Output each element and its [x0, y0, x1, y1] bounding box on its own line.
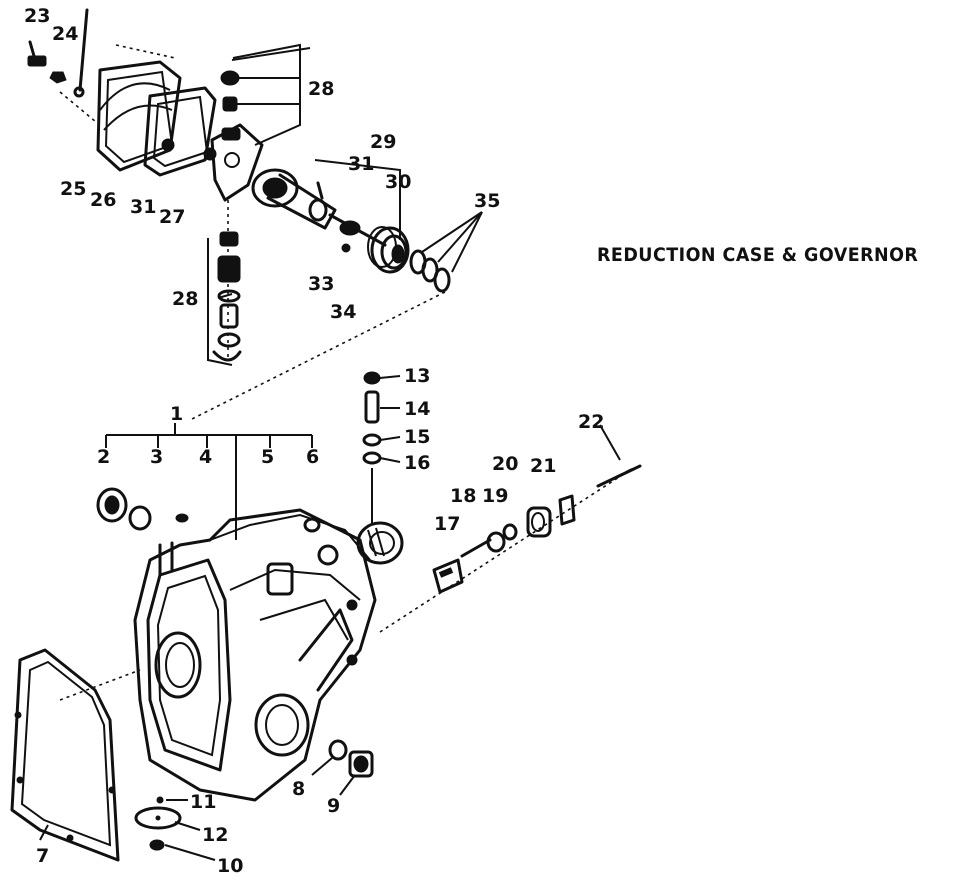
callout-4: 4	[199, 446, 212, 468]
spring-17-shape	[432, 538, 492, 594]
callout-25: 25	[60, 178, 86, 200]
callout-8: 8	[292, 778, 305, 800]
callout-33: 33	[308, 273, 334, 295]
bearing-2-shape	[96, 487, 128, 523]
callout-7: 7	[36, 845, 49, 867]
gasket-26-shape	[143, 86, 217, 177]
bushing-5-shape	[303, 517, 321, 533]
governor-bracket-27-shape	[203, 123, 264, 202]
bushing-20-shape	[526, 506, 552, 538]
drain-plug-9-shape	[348, 750, 374, 778]
callout-5: 5	[261, 446, 274, 468]
callout-27: 27	[159, 206, 185, 228]
part-1-bracket	[105, 423, 313, 448]
callout-21: 21	[530, 455, 556, 477]
callout-28-lower: 28	[172, 288, 198, 310]
collar-33-shape	[341, 243, 351, 253]
nut-24-shape	[49, 71, 67, 84]
callout-13: 13	[404, 365, 430, 387]
diagram-title: REDUCTION CASE & GOVERNOR	[597, 244, 919, 266]
fastener-32-shape	[161, 138, 175, 152]
callout-15: 15	[404, 426, 430, 448]
callout-28-upper: 28	[308, 78, 334, 100]
retaining-rings-35-shape	[409, 211, 483, 293]
leader-lines	[39, 77, 621, 861]
seal-3-shape	[128, 505, 152, 531]
callout-35: 35	[474, 190, 500, 212]
callout-6: 6	[306, 446, 319, 468]
bolt-22-shape	[596, 464, 642, 488]
callout-34: 34	[330, 301, 356, 323]
callout-14: 14	[404, 398, 430, 420]
bolt-23-shape	[27, 40, 47, 67]
callout-11: 11	[190, 791, 216, 813]
callout-30: 30	[385, 171, 411, 193]
callout-31: 31	[348, 153, 374, 175]
callout-17: 17	[434, 513, 460, 535]
callout-1: 1	[170, 403, 183, 425]
callout-29: 29	[370, 131, 396, 153]
callout-22: 22	[578, 411, 604, 433]
callout-18: 18	[450, 485, 476, 507]
plunger-stack-13-16-shape	[362, 371, 382, 525]
spacer-19-shape	[502, 523, 518, 541]
washer-18-shape	[486, 531, 506, 553]
pin-4-shape	[175, 513, 189, 523]
callout-20: 20	[492, 453, 518, 475]
assembly-centerline	[189, 291, 446, 421]
callout-labels: 23 24 25 26 31 27 28 28 29 31 30 33 34 3…	[24, 5, 604, 877]
clip-21-shape	[558, 494, 576, 526]
governor-axis-centerline	[379, 469, 631, 633]
governor-shaft-29-shape	[251, 159, 401, 247]
callout-16: 16	[404, 452, 430, 474]
callout-32: 31	[130, 196, 156, 218]
callout-3: 3	[150, 446, 163, 468]
case-gasket-7-shape	[10, 648, 141, 862]
callout-9: 9	[327, 795, 340, 817]
reduction-case-1-shape	[133, 445, 377, 802]
callout-26: 26	[90, 189, 116, 211]
callout-24: 24	[52, 23, 78, 45]
bearing-6-shape	[356, 521, 404, 565]
plate-10-12-shape	[134, 796, 182, 851]
spring-stack-28-lower-shape	[207, 200, 242, 366]
parts-drawing	[10, 8, 642, 862]
governor-rod-shape	[78, 8, 89, 92]
washer-8-shape	[328, 739, 348, 761]
callout-2: 2	[97, 446, 110, 468]
callout-10: 10	[217, 855, 243, 877]
callout-19: 19	[482, 485, 508, 507]
governor-gear-34-shape	[367, 226, 410, 274]
callout-23: 23	[24, 5, 50, 27]
callout-12: 12	[202, 824, 228, 846]
